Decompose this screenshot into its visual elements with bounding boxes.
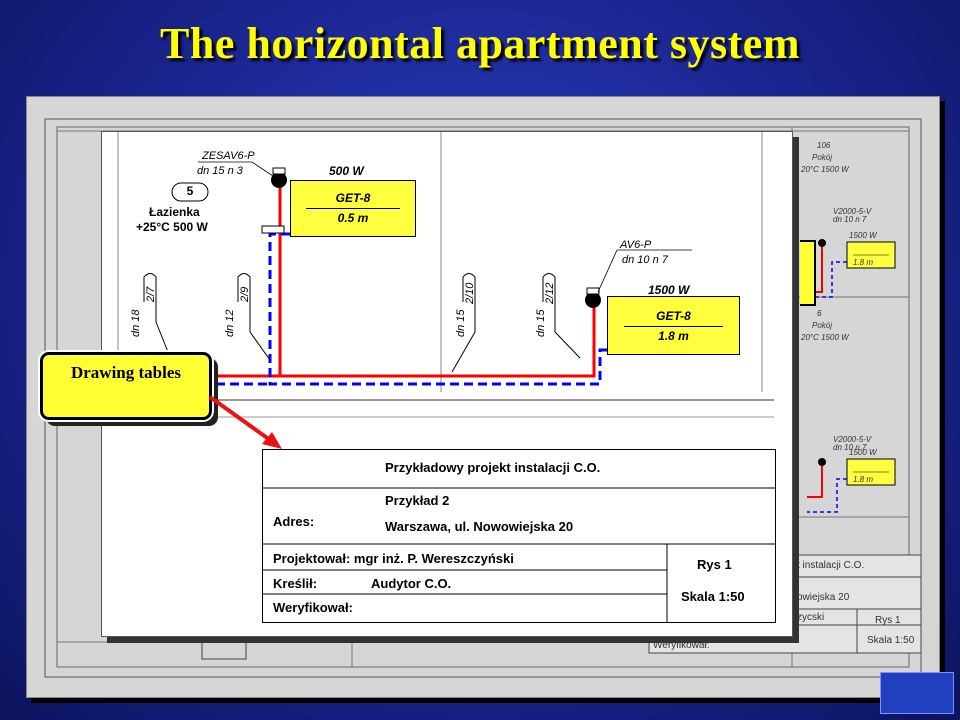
radiator-type: GET-8	[335, 191, 371, 205]
drafter-value: Audytor C.O.	[371, 576, 452, 591]
bg-titleblock-drawing: Rys 1	[875, 615, 901, 626]
valve-spec-label-2: dn 10 n 7	[622, 254, 668, 266]
radiator-type-2: GET-8	[656, 309, 691, 323]
callout-edge-highlight	[800, 240, 816, 306]
bg-radiator-power-lower: 1500 W	[849, 448, 877, 457]
bg-radiator-length-upper: 1.8 m	[853, 258, 874, 267]
radiator-power-label-2: 1500 W	[648, 283, 690, 297]
valve-name-label: ZESAV6-P	[202, 150, 255, 162]
callout-label: Drawing tables	[70, 363, 182, 382]
verifier-label: Weryfikował:	[273, 600, 353, 615]
drawing-title-block[interactable]: Przykładowy projekt instalacji C.O. Adre…	[262, 449, 776, 623]
drafter-label: Kreślił:	[273, 576, 318, 591]
bg-room-number-upper: 106	[817, 141, 831, 150]
valve-spec-label: dn 15 n 3	[197, 165, 243, 177]
radiator-2[interactable]: GET-8 1.8 m	[607, 296, 740, 355]
pipe-label-dn: dn 12	[224, 309, 236, 337]
drawing-tables-callout: Drawing tables	[40, 352, 212, 420]
pipe-label-id: 2/10	[464, 282, 476, 304]
pipe-label-dn: dn 18	[130, 309, 142, 337]
bg-titleblock-project: t instalacji C.O.	[797, 560, 865, 571]
radiator-length-2: 1.8 m	[658, 329, 689, 343]
radiator-length: 0.5 m	[337, 211, 369, 225]
bg-titleblock-address: owiejska 20	[797, 592, 850, 603]
radiator-divider-2	[623, 326, 724, 327]
drawing-number: Rys 1	[697, 557, 732, 572]
bg-valve-name-lower: V2000-5-V	[833, 435, 872, 444]
pipe-label-id: 2/7	[145, 286, 157, 302]
bg-room-number-lower: 6	[817, 309, 822, 318]
pipe-label-dn: dn 15	[535, 309, 547, 337]
bg-titleblock-verified: Weryfikował:	[653, 640, 710, 651]
address-label: Adres:	[273, 514, 315, 529]
room-number: 5	[186, 184, 194, 198]
drawing-scale: Skala 1:50	[681, 589, 745, 604]
bg-radiator-length-lower: 1.8 m	[853, 475, 874, 484]
room-name: Łazienka	[149, 205, 200, 219]
title-block-grid	[263, 487, 775, 622]
bg-titleblock-designer: zycski	[797, 612, 825, 623]
pipe-label-id: 2/9	[239, 286, 251, 302]
bg-room-temp-upper: 20°C 1500 W	[801, 165, 849, 174]
corner-logo	[880, 672, 954, 714]
project-title: Przykładowy projekt instalacji C.O.	[385, 460, 601, 475]
valve-name-label-2: AV6-P	[620, 239, 652, 251]
address-value: Warszawa, ul. Nowowiejska 20	[385, 519, 574, 534]
pipe-label-id: 2/12	[544, 282, 556, 304]
slide-title: The horizontal apartment system	[160, 19, 800, 68]
room-temperature: +25°C 500 W	[136, 220, 208, 234]
bg-radiator-power-upper: 1500 W	[849, 231, 877, 240]
pipe-diagram	[102, 132, 774, 418]
bg-room-name-upper: Pokój	[812, 153, 833, 162]
bg-valve-name-upper: V2000-5-V	[833, 207, 872, 216]
designer-field: Projektował: mgr inż. P. Wereszczyński	[273, 551, 514, 566]
bg-titleblock-scale: Skala 1:50	[867, 635, 915, 646]
bg-room-temp-lower: 20°C 1500 W	[801, 333, 849, 342]
pipe-label-dn: dn 15	[455, 309, 467, 337]
radiator-divider	[305, 208, 401, 209]
example-name: Przykład 2	[385, 493, 450, 508]
radiator-1[interactable]: GET-8 0.5 m	[290, 180, 416, 237]
bg-room-name-lower: Pokój	[812, 321, 833, 330]
bg-valve-spec-lower: dn 10 n 7	[833, 443, 867, 452]
bg-valve-spec-upper: dn 10 n 7	[833, 215, 867, 224]
radiator-power-label: 500 W	[329, 164, 364, 178]
